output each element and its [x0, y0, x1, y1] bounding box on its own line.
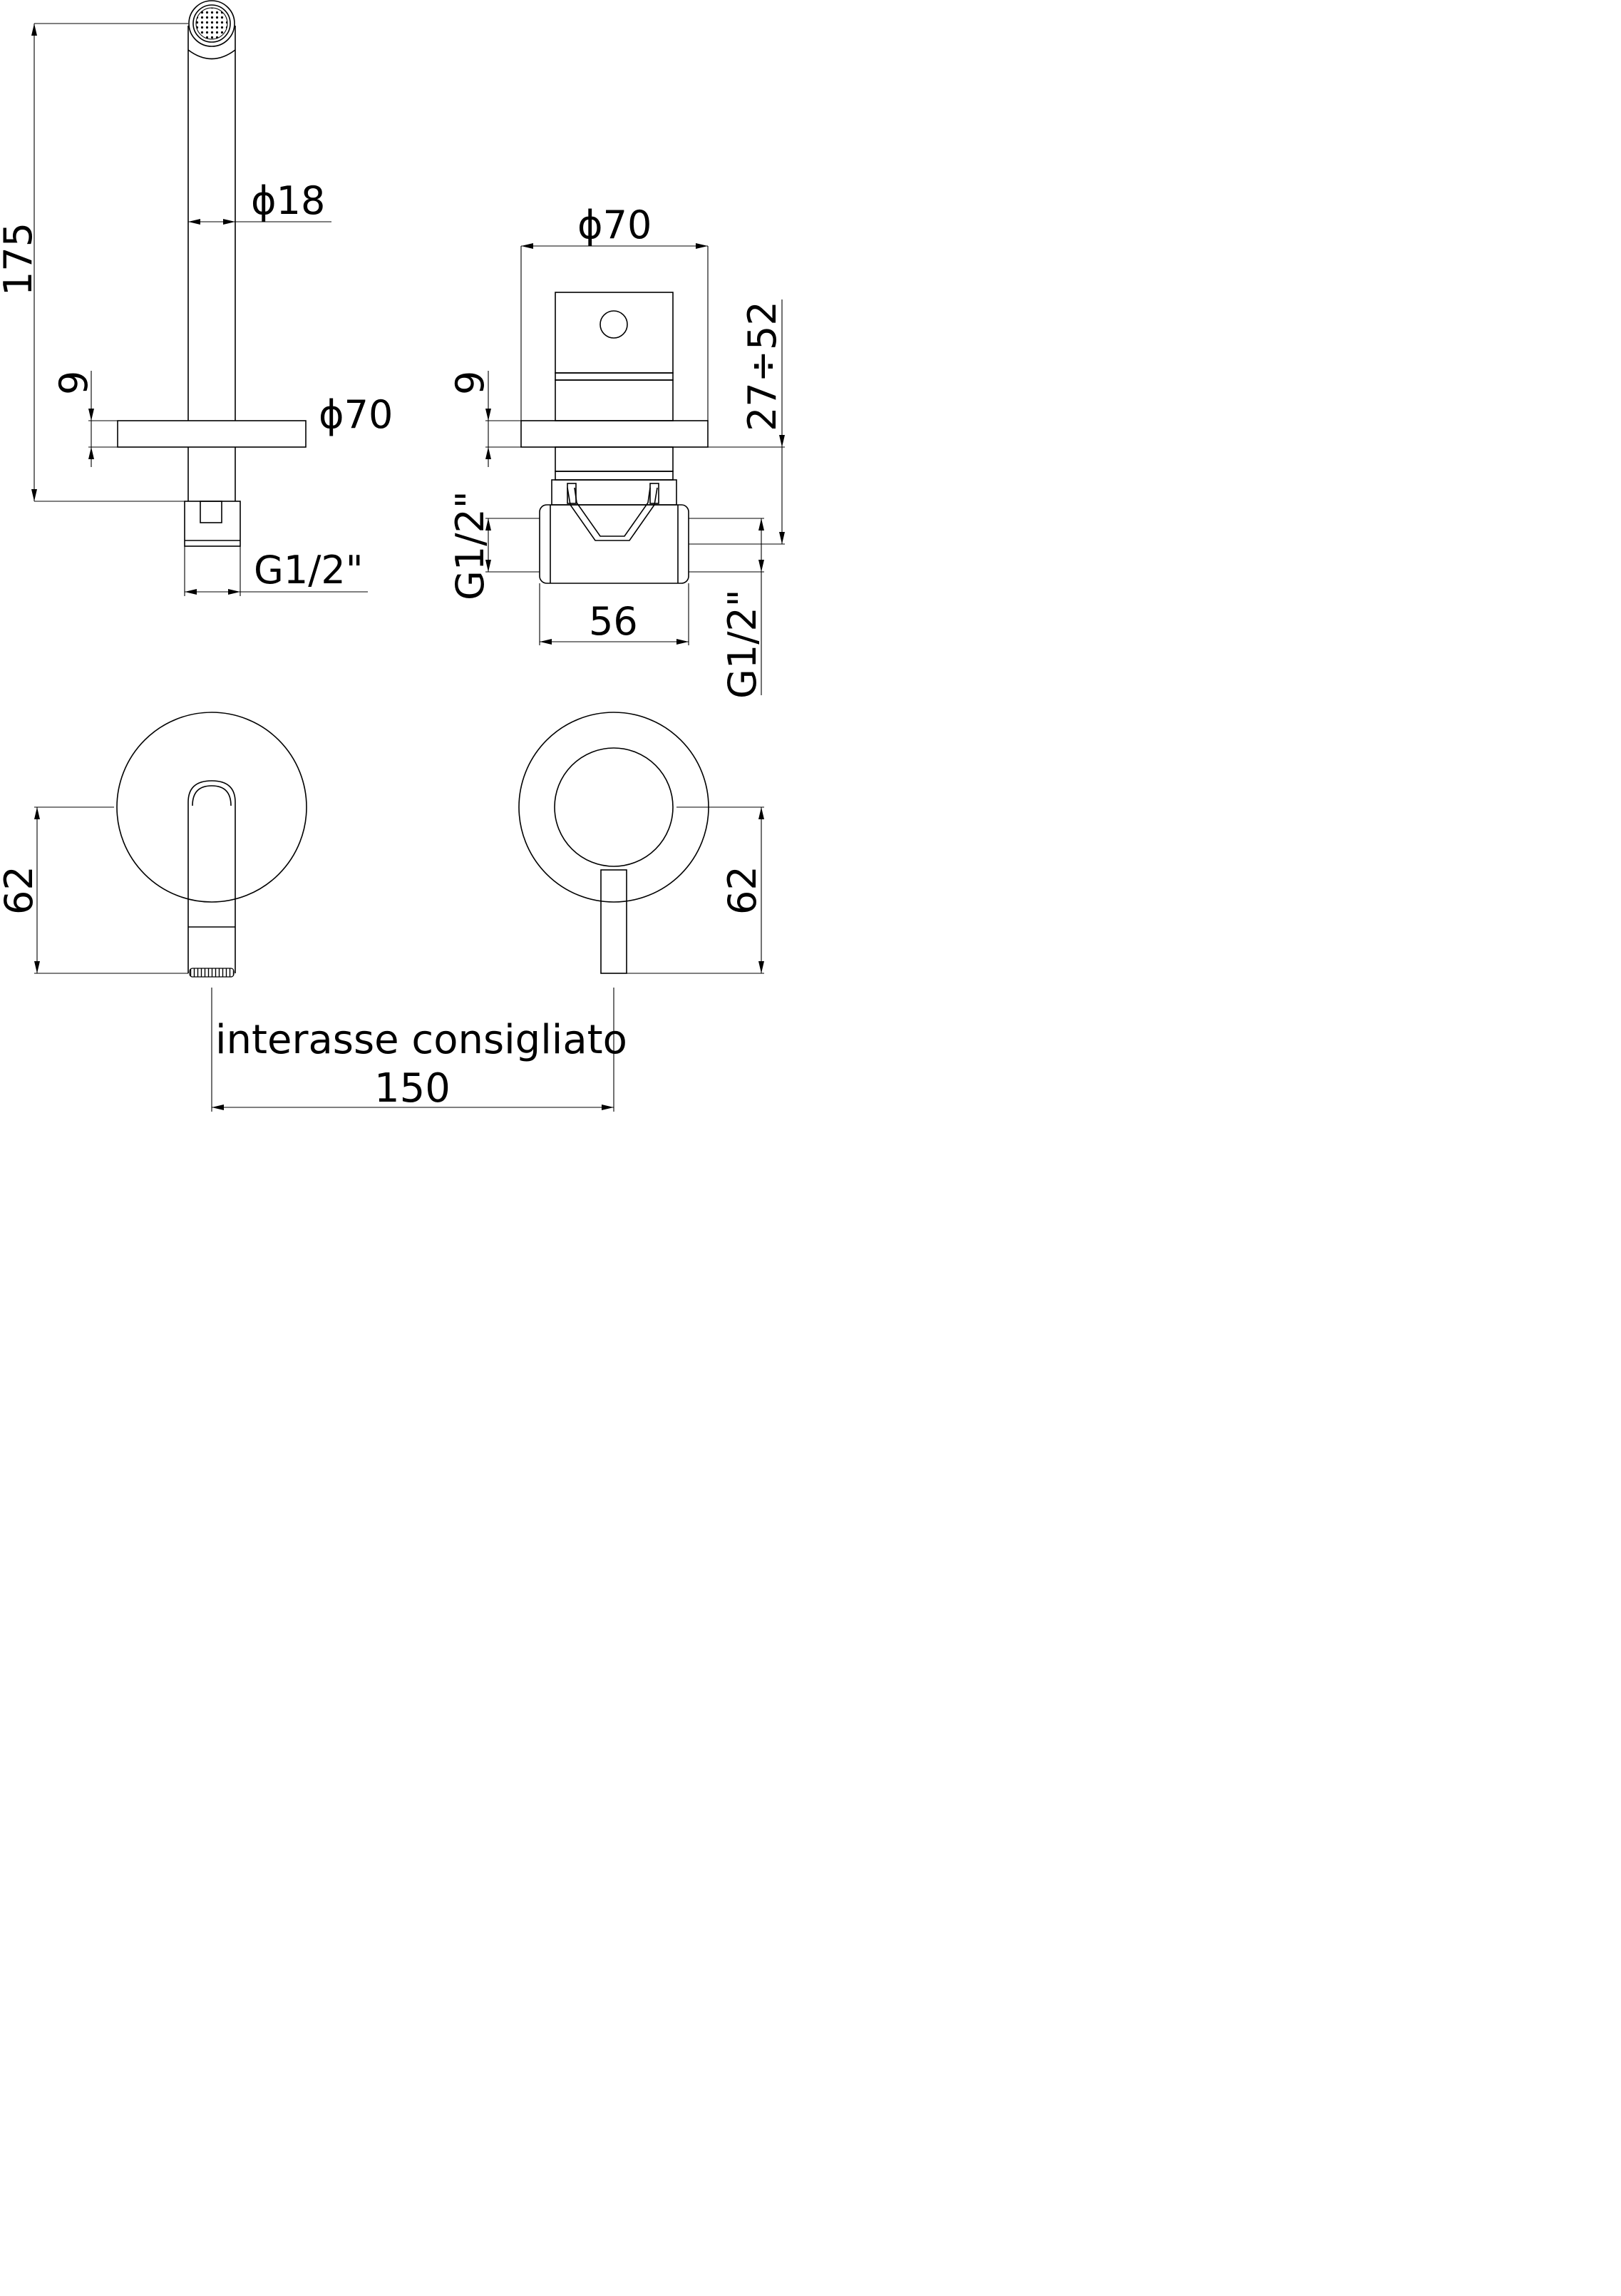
dim-27-52: 27÷52 — [689, 299, 785, 545]
dim-62-left: 62 — [0, 806, 188, 974]
dim-150: interasse consigliato 150 — [211, 988, 627, 1112]
mixer-handle-knob — [554, 747, 674, 867]
dim-g12-inlet: G1/2" — [448, 491, 540, 600]
spout-aerator-front — [189, 968, 235, 978]
dim-9-left: 9 — [51, 371, 118, 467]
mixer-lever — [600, 869, 627, 974]
technical-drawing: 175 ϕ18 9 ϕ70 G1/2" — [0, 0, 785, 1112]
dim-phi70-right: ϕ70 — [520, 203, 709, 421]
spout-tube — [187, 26, 236, 421]
handle-hole — [599, 310, 628, 339]
dim-62-right: 62 — [627, 806, 765, 974]
dim-g12-left: G1/2" — [184, 546, 368, 596]
aerator-ring — [192, 4, 231, 43]
dim-56: 56 — [539, 583, 689, 645]
aerator-mesh — [195, 7, 228, 40]
spacing-caption: interasse consigliato — [215, 1017, 627, 1063]
mixer-side-view: ϕ70 9 27÷52 G1/2" — [448, 203, 785, 699]
dim-175-label: 175 — [0, 222, 41, 296]
dim-phi18: ϕ18 — [188, 178, 331, 225]
dim-9-right-label: 9 — [448, 371, 493, 395]
valve-body — [539, 504, 689, 584]
dim-phi18-label: ϕ18 — [251, 178, 325, 223]
handle-cylinder — [555, 379, 674, 421]
dim-62-left-label: 62 — [0, 866, 41, 915]
aerator-outer — [188, 0, 235, 47]
handle-cap — [555, 292, 674, 374]
dim-phi70-left-label: ϕ70 — [319, 392, 393, 437]
dim-9-right: 9 — [448, 371, 521, 467]
spout-front — [187, 780, 236, 973]
dim-27-52-label: 27÷52 — [740, 301, 785, 431]
dim-phi70-right-label: ϕ70 — [577, 203, 652, 247]
dim-175: 175 — [0, 23, 188, 502]
front-view: 62 62 interasse consigliato 150 — [0, 712, 765, 1112]
dim-g12-inlet-label: G1/2" — [448, 491, 493, 600]
dim-56-label: 56 — [589, 599, 638, 644]
spout-rosette — [116, 712, 307, 903]
dim-62-right-label: 62 — [720, 866, 765, 915]
dim-9-left-label: 9 — [51, 371, 96, 395]
dim-g12-outlet: G1/2" — [689, 518, 765, 699]
dim-g12-outlet-label: G1/2" — [720, 589, 765, 699]
cartridge-wedge — [567, 487, 658, 541]
wall-plate — [117, 420, 307, 448]
hex-connector — [184, 501, 241, 547]
mixer-plate — [520, 420, 709, 448]
dim-g12-left-label: G1/2" — [254, 548, 364, 593]
spout-side-view: 175 ϕ18 9 ϕ70 G1/2" — [0, 0, 393, 596]
dim-150-label: 150 — [374, 1065, 451, 1112]
